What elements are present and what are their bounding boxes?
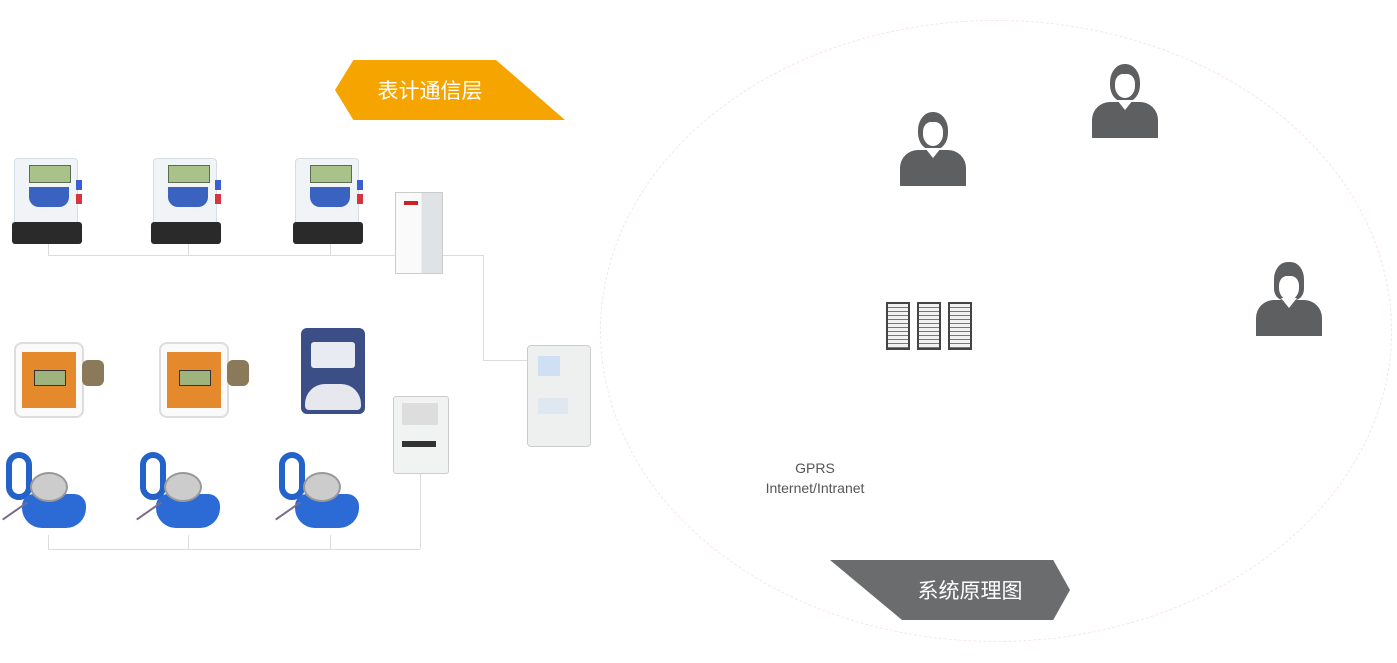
network-label: GPRS Internet/Intranet <box>745 458 885 498</box>
water-meter-icon <box>273 452 365 536</box>
connector-line <box>330 243 331 255</box>
connector-line <box>48 243 49 255</box>
connector-line <box>483 255 484 360</box>
electric-meter-icon <box>12 158 84 244</box>
collector-meter-icon <box>393 396 449 474</box>
connector-line <box>188 243 189 255</box>
collector-icon <box>395 192 443 274</box>
network-gprs: GPRS <box>795 460 835 476</box>
meter-layer-banner: 表计通信层 <box>335 60 565 120</box>
user-icon <box>1256 262 1322 336</box>
electric-meter-icon <box>151 158 223 244</box>
user-icon <box>900 112 966 186</box>
network-internet: Internet/Intranet <box>765 480 865 496</box>
concentrator-icon <box>527 345 591 447</box>
gas-meter-icon <box>301 328 365 414</box>
user-icon <box>1092 64 1158 138</box>
connector-line <box>188 535 189 549</box>
meter-layer-label: 表计通信层 <box>377 80 483 103</box>
water-meter-icon <box>134 452 226 536</box>
electric-meter-icon <box>293 158 365 244</box>
heat-meter-icon <box>14 340 106 418</box>
connector-line <box>48 255 484 256</box>
server-rack-icon <box>886 302 972 350</box>
connector-line <box>420 472 421 549</box>
connector-line <box>483 360 527 361</box>
connector-line <box>330 535 331 549</box>
connector-line <box>48 535 49 549</box>
background-circle <box>600 20 1392 642</box>
system-label: 系统原理图 <box>917 580 1023 603</box>
connector-line <box>48 549 420 550</box>
water-meter-icon <box>0 452 92 536</box>
heat-meter-icon <box>159 340 251 418</box>
